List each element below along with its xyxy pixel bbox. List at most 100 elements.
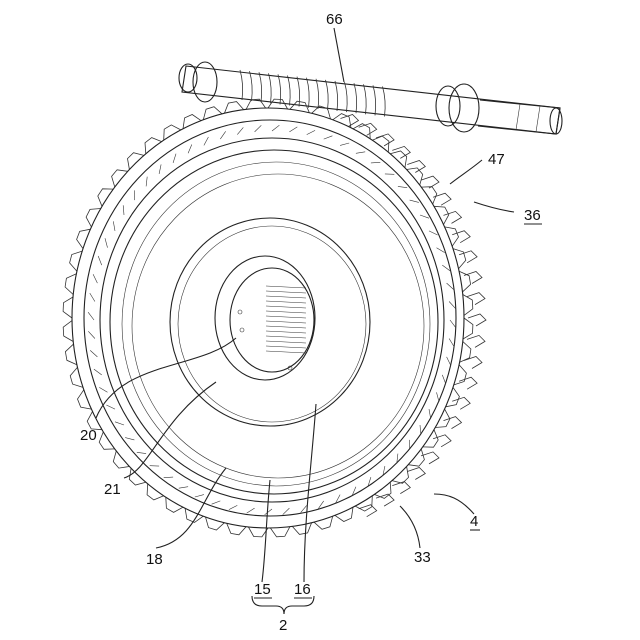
ref-18: 18 xyxy=(146,551,163,568)
ref-36: 36 xyxy=(524,207,541,224)
inner-tooth xyxy=(179,487,188,489)
spline-tooth xyxy=(266,286,306,288)
inner-tooth xyxy=(324,136,333,139)
spline-tooth xyxy=(266,321,306,323)
inner-tooth xyxy=(137,452,146,453)
inner-tooth xyxy=(429,231,438,235)
wheel-tooth xyxy=(128,153,144,170)
inner-tooth xyxy=(237,127,243,134)
inner-tooth xyxy=(301,505,307,512)
wheel-teeth xyxy=(63,99,473,537)
wheel-tooth xyxy=(408,449,424,466)
inner-tooth xyxy=(188,145,192,154)
inner-tooth xyxy=(420,215,429,218)
wheel-tooth xyxy=(390,151,407,168)
wheel-tooth xyxy=(453,249,466,269)
wheel-tooth xyxy=(454,365,467,385)
inner-tooth xyxy=(88,331,95,338)
inner-tooth xyxy=(146,177,147,187)
inner-tooth xyxy=(371,162,380,163)
inner-tooth xyxy=(340,143,349,145)
inner-tooth xyxy=(90,293,95,301)
inner-tooth xyxy=(398,186,407,187)
inner-tooth xyxy=(265,509,272,515)
thread-line xyxy=(307,78,310,108)
spline-teeth xyxy=(266,286,306,353)
ref-21: 21 xyxy=(104,481,121,498)
inner-tooth xyxy=(356,152,365,154)
inner-tooth xyxy=(94,369,102,375)
inner-tooth xyxy=(90,350,97,357)
side-tooth xyxy=(433,435,451,447)
wheel-tooth xyxy=(392,467,408,484)
inner-tooth xyxy=(289,127,297,132)
inner-tooth xyxy=(115,422,124,425)
inner-tooth xyxy=(93,274,97,283)
thread-line xyxy=(326,80,329,110)
wheel-tooth xyxy=(314,516,333,529)
inner-tooth xyxy=(106,405,115,409)
inner-tooth xyxy=(164,477,173,478)
inner-tooth xyxy=(105,238,108,248)
worm-threads xyxy=(240,70,385,117)
wheel-tooth xyxy=(129,468,146,485)
ref-15: 15 xyxy=(254,581,271,598)
ref-47: 47 xyxy=(488,151,505,168)
inner-tooth xyxy=(88,312,94,320)
inner-tooth xyxy=(195,495,204,497)
wheel-tooth xyxy=(203,107,222,120)
inner-tooth xyxy=(420,425,421,435)
spline-tooth xyxy=(266,326,306,328)
ref-20: 20 xyxy=(80,427,97,444)
inner-tooth xyxy=(255,125,262,132)
wheel-tooth xyxy=(70,367,83,387)
spline-tooth xyxy=(266,331,306,333)
side-tooth xyxy=(459,251,477,263)
wheel-tooth xyxy=(113,451,129,468)
thread-line xyxy=(278,74,281,104)
inner-tooth xyxy=(449,302,456,309)
side-tooth xyxy=(452,397,470,409)
thread-line xyxy=(354,83,357,113)
thread-line xyxy=(269,73,272,103)
inner-tooth xyxy=(220,131,225,139)
thread-line xyxy=(364,84,367,114)
side-tooth xyxy=(459,377,477,389)
side-tooth xyxy=(444,211,462,223)
thread-line xyxy=(250,71,253,101)
side-tooth xyxy=(359,505,377,517)
inner-tooth xyxy=(159,164,161,174)
inner-tooth xyxy=(229,505,237,509)
inner-tooth xyxy=(442,375,446,384)
thread-line xyxy=(259,72,262,102)
thread-line xyxy=(288,76,291,106)
inner-tooth xyxy=(450,320,456,328)
side-tooth xyxy=(467,335,485,347)
wheel-tooth xyxy=(206,517,225,530)
ref-66: 66 xyxy=(326,11,343,28)
spline-tooth xyxy=(266,306,306,308)
ref-2: 2 xyxy=(279,617,287,634)
inner-tooth xyxy=(449,339,454,347)
side-tooth xyxy=(464,272,482,284)
side-tooth xyxy=(421,176,439,188)
thread-line xyxy=(345,82,348,112)
ref-33: 33 xyxy=(414,549,431,566)
inner-tooth xyxy=(447,283,454,290)
spline-tooth xyxy=(266,291,306,293)
wheel-tooth xyxy=(407,168,423,185)
side-tooth xyxy=(407,161,425,173)
thread-line xyxy=(383,87,386,117)
side-tooth xyxy=(464,357,482,369)
spline-tooth xyxy=(266,316,306,318)
spline-tooth xyxy=(266,301,306,303)
reference-numerals: 66 47 36 20 21 18 4 33 15 16 2 xyxy=(80,11,542,634)
spline-tooth xyxy=(266,346,306,348)
side-tooth xyxy=(452,231,470,243)
ref-4: 4 xyxy=(470,513,478,530)
ref-16: 16 xyxy=(294,581,311,598)
leader-lines xyxy=(96,28,514,614)
wheel-tooth xyxy=(112,170,128,187)
